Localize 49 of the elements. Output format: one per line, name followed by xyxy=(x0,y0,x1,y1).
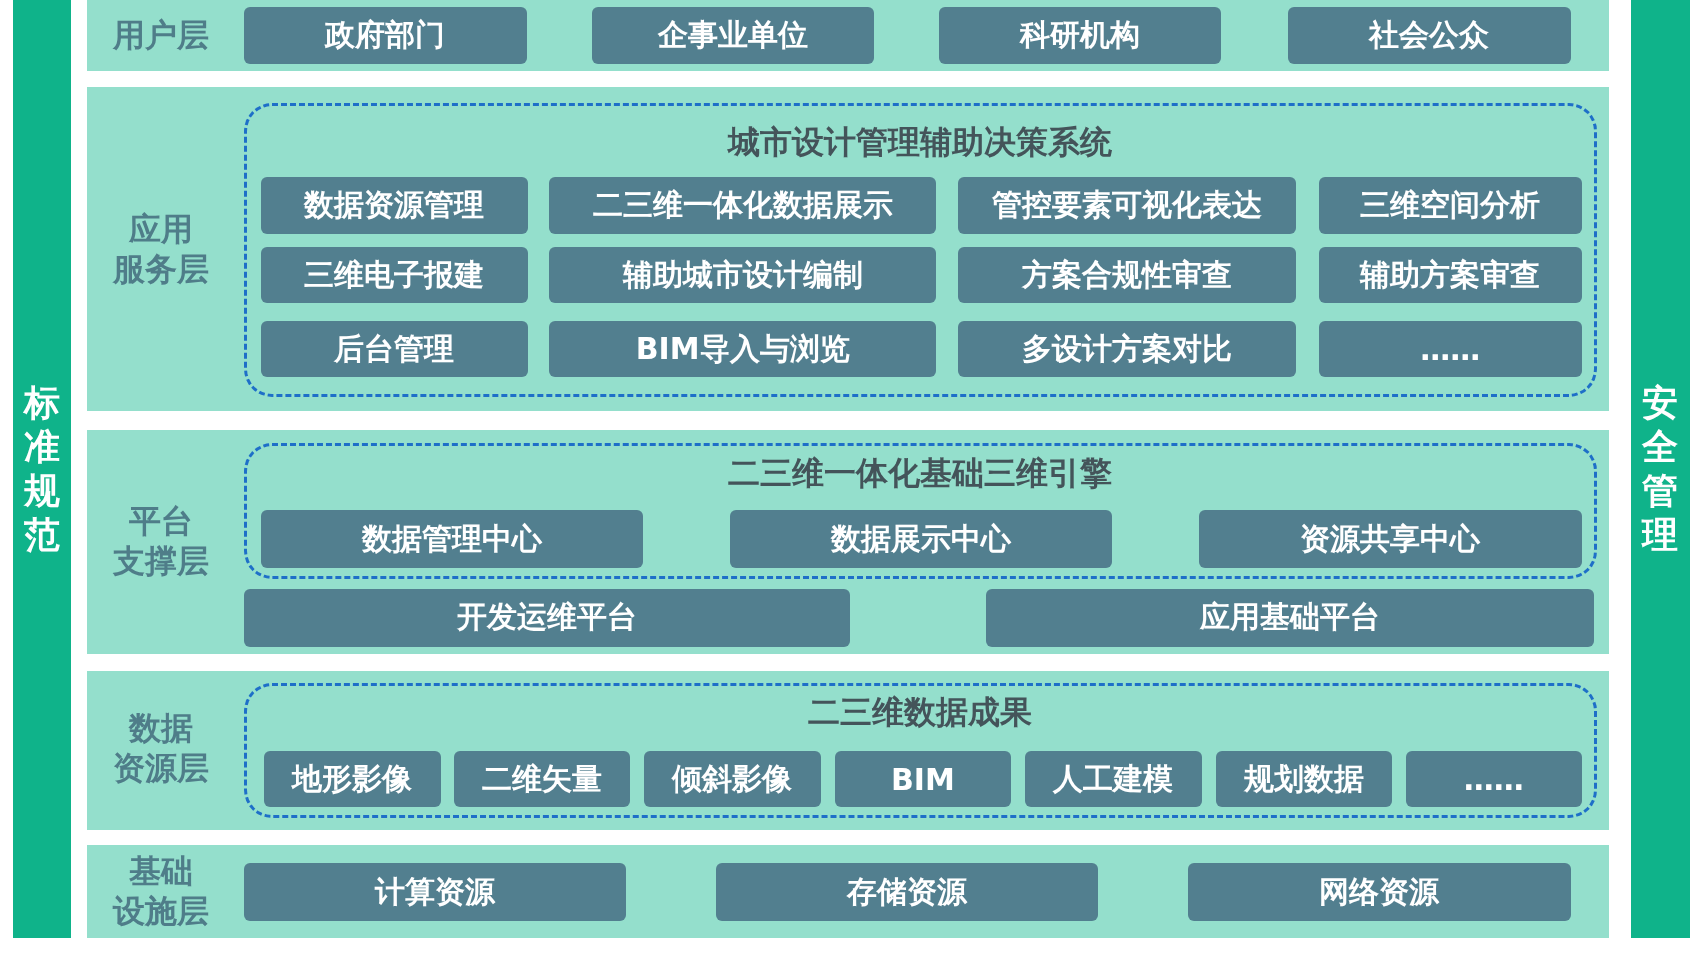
module-box: 规划数据 xyxy=(1215,750,1393,808)
layer-label: 基础设施层 xyxy=(111,851,210,932)
layer-label: 用户层 xyxy=(111,15,210,56)
module-box: …… xyxy=(1406,750,1582,808)
layer-band xyxy=(87,670,1609,830)
module-box: 科研机构 xyxy=(939,6,1222,65)
dashed-group-frame xyxy=(243,682,1597,818)
module-box: 开发运维平台 xyxy=(243,588,851,647)
module-box: 三维电子报建 xyxy=(260,246,528,304)
module-box: 企事业单位 xyxy=(592,6,875,65)
module-box: 方案合规性审查 xyxy=(957,246,1297,304)
layer-label: 数据资源层 xyxy=(111,707,210,788)
dashed-group-frame xyxy=(243,443,1597,580)
module-box: 人工建模 xyxy=(1025,750,1202,808)
module-box: BIM xyxy=(834,750,1012,808)
module-box: 三维空间分析 xyxy=(1319,177,1582,234)
layer-band xyxy=(87,0,1609,71)
layer-label: 应用服务层 xyxy=(111,209,210,289)
module-box: 网络资源 xyxy=(1187,863,1571,921)
module-box: 存储资源 xyxy=(716,863,1099,921)
layer-band xyxy=(87,87,1609,412)
module-box: 二三维一体化数据展示 xyxy=(549,177,936,234)
layer-band xyxy=(87,430,1609,655)
layer-band xyxy=(87,844,1609,939)
group-title: 二三维一体化基础三维引擎 xyxy=(727,452,1114,494)
module-box: 二维矢量 xyxy=(453,750,630,808)
group-title: 二三维数据成果 xyxy=(807,692,1034,733)
module-box: BIM导入与浏览 xyxy=(549,320,936,378)
module-box: 辅助城市设计编制 xyxy=(549,246,936,304)
module-box: 倾斜影像 xyxy=(644,750,821,808)
group-title: 城市设计管理辅助决策系统 xyxy=(726,121,1114,163)
side-bar: 安全管理 xyxy=(1630,0,1690,939)
module-box: 社会公众 xyxy=(1287,6,1571,65)
module-box: 政府部门 xyxy=(243,6,527,65)
module-box: 数据展示中心 xyxy=(730,510,1113,568)
layer-label: 平台支撑层 xyxy=(111,500,210,581)
module-box: …… xyxy=(1319,320,1582,378)
dashed-group-frame xyxy=(243,103,1597,398)
module-box: 数据管理中心 xyxy=(260,510,644,568)
module-box: 管控要素可视化表达 xyxy=(957,177,1297,234)
module-box: 资源共享中心 xyxy=(1199,510,1582,568)
module-box: 后台管理 xyxy=(260,320,528,378)
module-box: 辅助方案审查 xyxy=(1319,246,1582,304)
module-box: 计算资源 xyxy=(243,863,626,921)
module-box: 多设计方案对比 xyxy=(957,320,1297,378)
module-box: 地形影像 xyxy=(264,750,441,808)
module-box: 数据资源管理 xyxy=(260,177,528,234)
module-box: 应用基础平台 xyxy=(986,588,1594,647)
side-bar: 标准规范 xyxy=(13,0,71,939)
